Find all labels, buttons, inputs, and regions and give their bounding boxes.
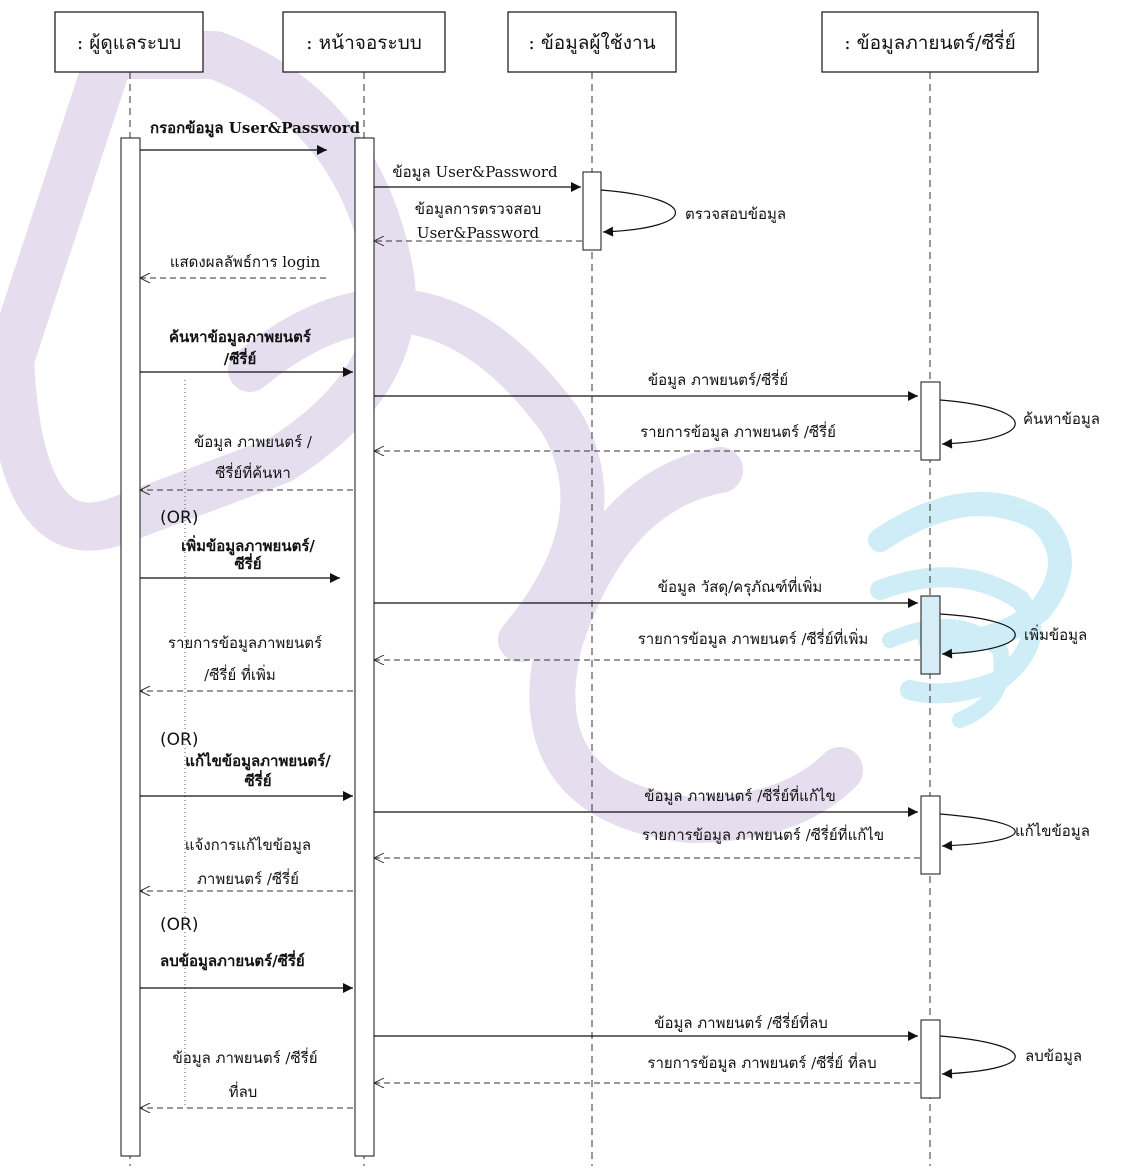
msg-search-return-1: ข้อมูล ภาพยนตร์ / — [194, 433, 313, 451]
msg-add-input-1: เพิ่มข้อมูลภาพยนตร์/ — [181, 535, 315, 556]
msg-search-input-1: ค้นหาข้อมูลภาพยนตร์ — [169, 328, 312, 347]
msg-or-3: (OR) — [160, 915, 198, 935]
msg-login-send: ข้อมูล User&Password — [392, 163, 558, 181]
msg-edit-send: ข้อมูล ภาพยนตร์ /ซีรี่ย์ที่แก้ไข — [644, 785, 835, 805]
msg-edit-input-1: แก้ไขข้อมูลภาพยนตร์/ — [185, 751, 331, 771]
actor-screen: : หน้าจอระบบ — [282, 11, 446, 73]
arrow-edit-self — [939, 813, 1016, 851]
msg-login-result: แสดงผลลัพธ์การ login — [170, 253, 321, 271]
arrow-add-self — [939, 613, 1016, 659]
msg-login-check-1: ข้อมูลการตรวจสอบ — [415, 200, 542, 218]
msg-login-input: กรอกข้อมูล User&Password — [150, 119, 361, 138]
activation-movie-edit — [920, 795, 941, 875]
msg-delete-list: รายการข้อมูล ภาพยนตร์ /ซีรี่ย์ ที่ลบ — [647, 1052, 876, 1072]
msg-or-1: (OR) — [160, 508, 198, 528]
msg-delete-return-2: ที่ลบ — [229, 1081, 258, 1101]
actor-admin: : ผู้ดูแลระบบ — [54, 11, 204, 73]
activation-movie-delete — [920, 1019, 941, 1099]
msg-or-2: (OR) — [160, 730, 198, 750]
actor-user-data: : ข้อมูลผู้ใช้งาน — [507, 11, 677, 73]
arrow-delete-self — [939, 1035, 1016, 1079]
msg-add-self: เพิ่มข้อมูล — [1024, 624, 1087, 644]
msg-search-send: ข้อมูล ภาพยนตร์/ซีรี่ย์ — [648, 369, 788, 389]
msg-search-self: ค้นหาข้อมูล — [1023, 410, 1100, 428]
msg-delete-send: ข้อมูล ภาพยนตร์ /ซีรี่ย์ที่ลบ — [654, 1012, 828, 1032]
arrow-search-self — [939, 399, 1016, 449]
msg-edit-input-2: ซีรี่ย์ — [244, 770, 271, 790]
actor-admin-label: : ผู้ดูแลระบบ — [77, 32, 181, 54]
msg-login-self: ตรวจสอบข้อมูล — [685, 205, 786, 223]
msg-delete-return-1: ข้อมูล ภาพยนตร์ /ซีรี่ย์ — [173, 1047, 318, 1067]
msg-search-input-2: /ซีรี่ย์ — [224, 348, 257, 368]
actor-movie-data: : ข้อมูลภายนตร์/ซีรี่ย์ — [821, 11, 1039, 73]
msg-add-list: รายการข้อมูล ภาพยนตร์ /ซีรี่ย์ที่เพิ่ม — [638, 628, 869, 648]
msg-edit-return-1: แจ้งการแก้ไขข้อมูล — [185, 836, 311, 854]
msg-add-return-1: รายการข้อมูลภาพยนตร์ — [168, 634, 322, 652]
msg-edit-return-2: ภาพยนตร์ /ซีรี่ย์ — [197, 868, 299, 888]
msg-search-return-2: ซีรี่ย์ที่ค้นหา — [215, 462, 291, 482]
msg-edit-list: รายการข้อมูล ภาพยนตร์ /ซีรี่ย์ที่แก้ไข — [642, 824, 884, 844]
activation-movie-search — [920, 381, 941, 461]
msg-search-list: รายการข้อมูล ภาพยนตร์ /ซีรี่ย์ — [640, 421, 836, 441]
activation-admin — [120, 137, 141, 1157]
msg-login-check-2: User&Password — [417, 224, 540, 242]
activation-movie-add — [920, 595, 941, 675]
msg-delete-self: ลบข้อมูล — [1025, 1047, 1082, 1065]
actor-movie-data-label: : ข้อมูลภายนตร์/ซีรี่ย์ — [844, 29, 1016, 54]
arrow-login-self — [600, 189, 677, 237]
activation-screen — [354, 137, 375, 1157]
actor-screen-label: : หน้าจอระบบ — [306, 32, 422, 54]
msg-edit-self: แก้ไขข้อมูล — [1015, 822, 1090, 840]
msg-add-return-2: /ซีรี่ย์ ที่เพิ่ม — [204, 664, 276, 684]
msg-add-send: ข้อมูล วัสดุ/ครุภัณฑ์ที่เพิ่ม — [658, 576, 823, 597]
msg-delete-input: ลบข้อมูลภายนตร์/ซีรี่ย์ — [160, 950, 305, 971]
msg-add-input-2: ซีรี่ย์ — [234, 553, 261, 573]
activation-user-data — [582, 171, 602, 251]
actor-user-data-label: : ข้อมูลผู้ใช้งาน — [528, 32, 655, 54]
